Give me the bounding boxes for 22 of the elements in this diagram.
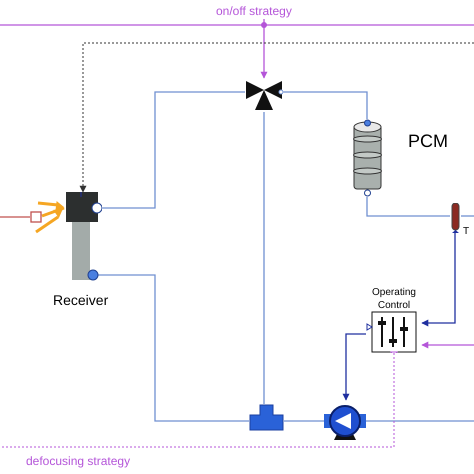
heat-flux-arrow: [41, 206, 65, 218]
block-title: Operating Control: [371, 287, 417, 312]
pipe-line: [98, 274, 249, 422]
signal-line: [260, 19, 268, 79]
signal-line: [421, 342, 474, 348]
component-label: PCM: [408, 132, 448, 150]
signal-line: [421, 233, 456, 326]
pipe-line: [461, 215, 474, 217]
signal-line: [80, 42, 474, 193]
signal-line: [342, 333, 366, 401]
signal-line: [0, 352, 394, 448]
pipe-line: [263, 112, 265, 404]
pipe-line: [102, 91, 245, 209]
pipe-line: [366, 197, 450, 217]
signal-label: defocusing strategy: [26, 455, 130, 467]
signal-label: on/off strategy: [216, 4, 293, 18]
component-label: T: [463, 227, 470, 237]
pipe-line: [366, 420, 474, 422]
pipe-line: [283, 91, 368, 119]
pipe-line: [284, 420, 324, 422]
component-label: Receiver: [53, 293, 108, 307]
signal-line: [0, 216, 30, 218]
